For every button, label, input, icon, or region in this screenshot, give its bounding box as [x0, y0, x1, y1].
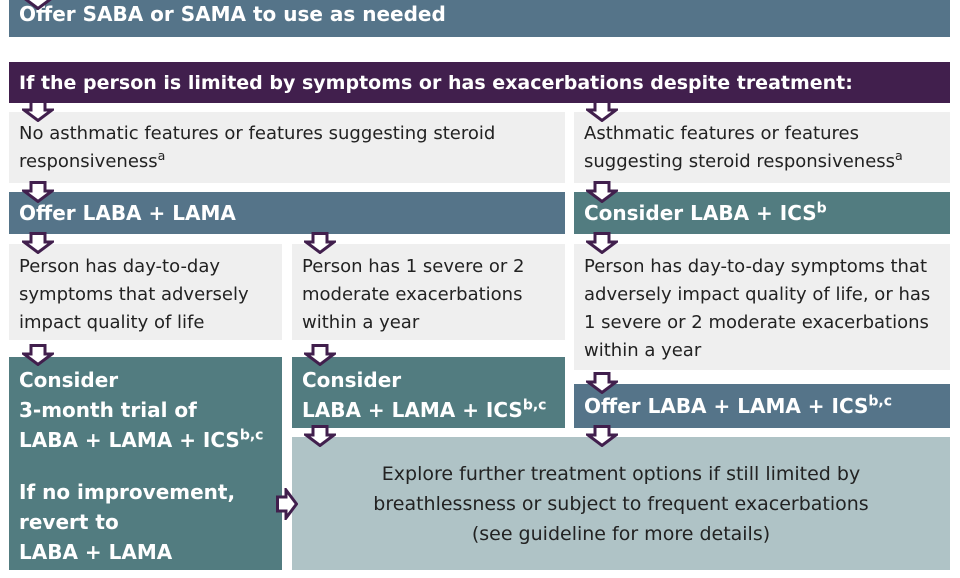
either-box: Person has day-to-day symptoms that adve…	[574, 244, 950, 370]
trial-line-3: LABA + LAMA + ICS	[19, 428, 240, 452]
saba-text: Offer SABA or SAMA to use as needed	[19, 2, 446, 26]
explore-line-1: Explore further treatment options if sti…	[381, 462, 861, 485]
saba-box: Offer SABA or SAMA to use as needed	[9, 0, 950, 37]
asthmatic-box: Asthmatic features or features suggestin…	[574, 112, 950, 183]
exacerbations-box: Person has 1 severe or 2 moderate exacer…	[292, 244, 565, 340]
trial-line-1: Consider	[19, 368, 119, 392]
footnote-a: a	[895, 148, 903, 163]
trial-box: Consider 3-month trial of LABA + LAMA + …	[9, 357, 282, 570]
down-arrow-icon	[586, 232, 618, 254]
down-arrow-icon	[586, 372, 618, 394]
consider-laba-ics-box: Consider LABA + ICSb	[574, 192, 950, 234]
revert-line-2: revert to	[19, 510, 119, 534]
daily-symptoms-text: Person has day-to-day symptoms that adve…	[19, 256, 249, 333]
offer-laba-lama-box: Offer LABA + LAMA	[9, 192, 565, 234]
consider-triple-line-2: LABA + LAMA + ICS	[302, 398, 523, 422]
offer-triple-box: Offer LABA + LAMA + ICSb,c	[574, 384, 950, 428]
down-arrow-icon	[586, 425, 618, 447]
no-asthmatic-box: No asthmatic features or features sugges…	[9, 112, 565, 183]
explore-line-3: (see guideline for more details)	[471, 522, 771, 545]
down-arrow-icon	[586, 100, 618, 122]
daily-symptoms-box: Person has day-to-day symptoms that adve…	[9, 244, 282, 340]
consider-laba-ics-text: Consider LABA + ICS	[584, 201, 817, 225]
offer-triple-text: Offer LABA + LAMA + ICS	[584, 394, 869, 418]
revert-line-1: If no improvement,	[19, 480, 236, 504]
down-arrow-icon	[22, 232, 54, 254]
either-text: Person has day-to-day symptoms that adve…	[584, 256, 931, 361]
right-arrow-icon	[276, 488, 298, 520]
condition-text: If the person is limited by symptoms or …	[19, 72, 853, 94]
exacerbations-text: Person has 1 severe or 2 moderate exacer…	[302, 256, 525, 333]
condition-box: If the person is limited by symptoms or …	[9, 62, 950, 103]
explore-box: Explore further treatment options if sti…	[292, 437, 950, 570]
footnote-bc: b,c	[868, 393, 893, 410]
footnote-bc: b,c	[522, 397, 547, 414]
explore-line-2: breathlessness or subject to frequent ex…	[373, 492, 869, 515]
down-arrow-icon	[22, 344, 54, 366]
offer-laba-lama-text: Offer LABA + LAMA	[19, 201, 236, 225]
down-arrow-icon	[24, 0, 52, 10]
consider-triple-box: Consider LABA + LAMA + ICSb,c	[292, 357, 565, 428]
consider-triple-line-1: Consider	[302, 368, 402, 392]
trial-line-2: 3-month trial of	[19, 398, 197, 422]
down-arrow-icon	[22, 181, 54, 203]
down-arrow-icon	[586, 181, 618, 203]
down-arrow-icon	[22, 100, 54, 122]
footnote-bc: b,c	[239, 427, 264, 444]
asthmatic-text: Asthmatic features or features suggestin…	[584, 123, 896, 172]
down-arrow-icon	[304, 232, 336, 254]
footnote-a: a	[157, 148, 166, 163]
down-arrow-icon	[304, 344, 336, 366]
footnote-b: b	[816, 200, 827, 217]
down-arrow-icon	[304, 425, 336, 447]
no-asthmatic-text: No asthmatic features or features sugges…	[19, 123, 496, 172]
revert-line-3: LABA + LAMA	[19, 540, 173, 564]
